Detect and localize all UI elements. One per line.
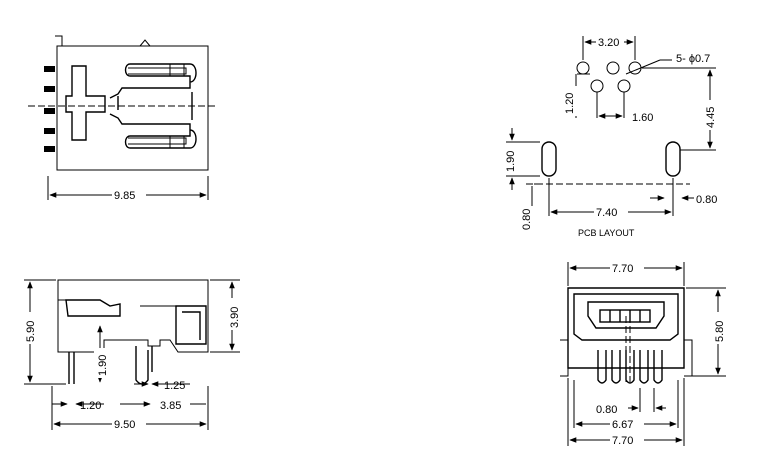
top-view: 9.85 xyxy=(28,35,218,202)
dim-pcb-slot-width-left: 0.80 xyxy=(521,209,533,230)
dim-front-bottom-width: 7.70 xyxy=(612,435,633,447)
dim-side-post-width: 1.25 xyxy=(164,380,185,392)
dim-pcb-slot-width-right: 0.80 xyxy=(696,194,717,206)
dim-pcb-slot-spacing: 7.40 xyxy=(596,207,617,219)
dim-side-length: 9.50 xyxy=(114,419,135,431)
dim-pcb-pin-spacing: 1.60 xyxy=(632,112,653,124)
dim-side-pin-pitch: 1.20 xyxy=(80,400,101,412)
side-view: 5.90 3.90 1.90 1.20 1.25 3.85 9.50 xyxy=(22,279,241,431)
dim-side-body-height: 3.90 xyxy=(229,307,241,328)
pcb-layout-view: 3.20 5- ϕ0.7 1.20 1.60 4.45 1.90 xyxy=(503,35,717,238)
dim-side-post-offset: 3.85 xyxy=(160,400,181,412)
dim-front-pin-pitch: 0.80 xyxy=(596,404,617,416)
dim-front-pin-span: 6.67 xyxy=(612,419,633,431)
pcb-layout-caption: PCB LAYOUT xyxy=(578,228,635,238)
dim-pcb-slot-offset: 4.45 xyxy=(705,107,717,128)
dim-top-width: 9.85 xyxy=(114,190,135,202)
dim-side-height: 5.90 xyxy=(25,321,37,342)
dim-pcb-holes: 5- ϕ0.7 xyxy=(676,53,710,65)
dim-pcb-pitch: 3.20 xyxy=(598,37,619,49)
front-view: 7.70 5.80 0.80 6.67 7.70 xyxy=(560,261,726,447)
dim-front-top-width: 7.70 xyxy=(612,263,633,275)
dim-side-pin-length: 1.90 xyxy=(97,355,109,376)
dim-pcb-row-offset: 1.20 xyxy=(564,93,576,114)
dim-pcb-slot-height: 1.90 xyxy=(505,151,517,172)
dim-front-height: 5.80 xyxy=(714,321,726,342)
